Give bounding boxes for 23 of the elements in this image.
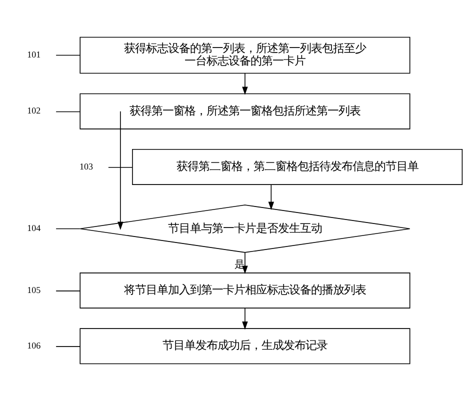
node-box: 获得第二窗格，第二窗格包括待发布信息的节目单 xyxy=(132,148,463,184)
node-box: 获得标志设备的第一列表，所述第一列表包括至少一台标志设备的第一卡片 xyxy=(80,36,410,74)
edge-label: 是 xyxy=(234,258,245,270)
node-text: 104 xyxy=(27,222,41,233)
connector xyxy=(56,54,80,56)
node-text: 105 xyxy=(27,284,41,294)
arrow xyxy=(268,184,274,210)
node-text: 103 xyxy=(80,160,93,171)
arrow xyxy=(118,110,124,230)
connector xyxy=(108,166,133,168)
node-text: 101 xyxy=(27,49,41,60)
node-box: 获得第一窗格，所述第一窗格包括所述第一列表 xyxy=(80,92,410,129)
arrow xyxy=(242,72,248,94)
connector xyxy=(56,110,80,112)
node-text: 102 xyxy=(27,105,41,116)
node-diamond: 节目单与第一卡片是否发生互动 xyxy=(80,204,410,252)
node-box: 将节目单加入到第一卡片相应标志设备的播放列表 xyxy=(80,272,410,308)
arrow xyxy=(242,252,248,274)
node-box: 节目单发布成功后，生成发布记录 xyxy=(80,328,410,364)
connector xyxy=(56,290,80,291)
connector xyxy=(56,228,80,229)
arrow xyxy=(242,307,248,330)
node-text: 106 xyxy=(27,340,41,350)
